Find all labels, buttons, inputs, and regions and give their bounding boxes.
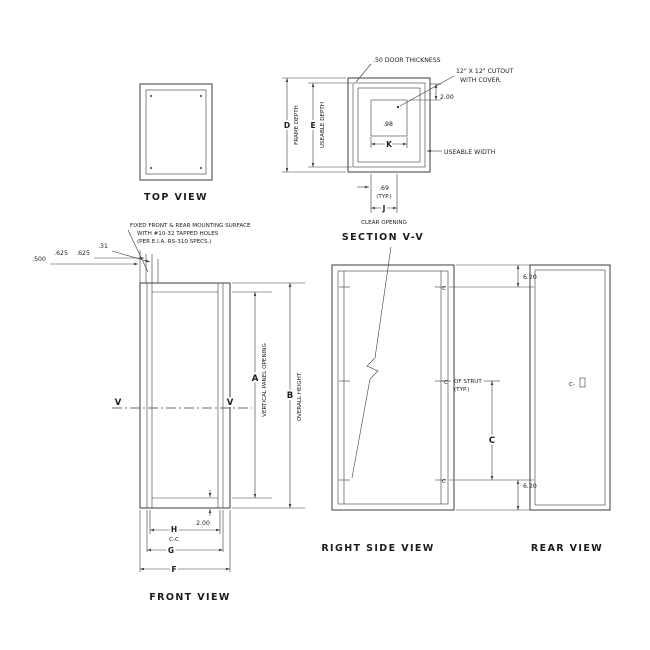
dim-a-label: A: [252, 374, 259, 384]
mounting-note-line3: (PER E.I.A. RS-310 SPECS.): [137, 239, 212, 245]
leader-line: [399, 75, 455, 107]
dim-69-label: .69: [379, 185, 389, 192]
cutout-leader-dot: [396, 105, 400, 109]
clear-opening-label: CLEAR OPENING: [361, 220, 407, 226]
rear-view: C- REAR VIEW: [529, 264, 611, 554]
dim-j-label: J: [382, 204, 386, 213]
dim-f-label: F: [171, 565, 176, 574]
centerline-symbol-bottom: C: [442, 479, 446, 485]
section-outline: [347, 77, 431, 173]
leader-line: [355, 63, 372, 83]
section-plane-break-line: [351, 246, 392, 479]
section-marker-v-left: V: [115, 398, 122, 408]
leader-line: [127, 229, 149, 273]
strut-centerline-note: C OF STRUT (TYP.): [441, 379, 482, 393]
dim-620-top-group: C 6.20: [442, 264, 537, 292]
right-side-outline: [331, 264, 455, 511]
dim-e-group: E USEABLE DEPTH: [308, 82, 352, 168]
bottom-width-dims: H C-C G F: [139, 510, 231, 576]
dim-b-group: B OVERALL HEIGHT: [232, 282, 305, 509]
dim-98: .98: [383, 121, 393, 128]
corner-hole-mark: [200, 95, 202, 97]
centerline-symbol-top: C: [442, 286, 446, 292]
rear-view-title: REAR VIEW: [531, 543, 603, 554]
top-view: TOP VIEW: [139, 83, 213, 203]
clear-opening-dims: .69 (TYP.) J CLEAR OPENING: [357, 174, 407, 226]
front-view-outline: [139, 282, 231, 509]
corner-hole-mark: [200, 167, 202, 169]
dim-bottom-200-group: 2.00: [196, 490, 212, 527]
dim-c-group: C: [484, 380, 500, 480]
dim-c-label: C: [489, 436, 495, 446]
of-strut-label: OF STRUT: [454, 379, 482, 385]
dim-31-label: .31: [98, 243, 108, 250]
right-side-view-title: RIGHT SIDE VIEW: [321, 543, 434, 554]
dim-200-group: 2.00: [409, 83, 454, 101]
right-side-inner-outline: [337, 270, 449, 505]
corner-hole-mark: [150, 95, 152, 97]
dim-d-group: D FRAME DEPTH: [282, 77, 346, 173]
centerline-symbol-mid: C: [444, 380, 448, 386]
top-offset-dims: .500 .625 .625 .31: [32, 243, 159, 283]
section-marker-v-right: V: [227, 398, 234, 408]
section-useable-line: [357, 87, 421, 163]
section-cut-line-group: V V: [112, 396, 252, 410]
door-thickness-note: .50 DOOR THICKNESS: [373, 57, 441, 64]
dim-a-group: A VERTICAL PANEL OPENING: [232, 291, 272, 499]
mounting-note-line2: WITH #10-32 TAPPED HOLES: [137, 231, 219, 237]
rear-latch-mark: [579, 377, 586, 388]
front-view: .500 .625 .625 .31 FIXED FRONT & REAR MO…: [32, 223, 305, 603]
section-vv-title: SECTION V-V: [342, 232, 424, 243]
section-frame-line: [352, 82, 426, 168]
overall-height-label: OVERALL HEIGHT: [297, 372, 303, 421]
dim-h-label: H: [171, 525, 177, 534]
right-side-view: C 6.20 C OF STRUT (TYP.) C C 6.20 RIGHT …: [321, 246, 537, 554]
top-view-outline: [139, 83, 213, 181]
frame-depth-label: FRAME DEPTH: [294, 105, 300, 145]
dim-arrow: [111, 250, 151, 263]
cutout-square: [370, 99, 408, 137]
useable-depth-label: USEABLE DEPTH: [320, 102, 326, 148]
dim-k-label: K: [386, 140, 393, 149]
dim-k-group: K: [370, 137, 408, 151]
rear-view-outline: [529, 264, 611, 511]
dim-620-bottom-group: C 6.20: [442, 479, 537, 511]
dim-g-label: G: [168, 546, 174, 555]
of-strut-typ-label: (TYP.): [454, 387, 469, 393]
dim-69-typ-label: (TYP.): [376, 194, 391, 200]
dim-200-label: 2.00: [440, 94, 454, 101]
door-thickness-note-group: .50 DOOR THICKNESS: [355, 57, 441, 83]
dim-bottom-200-label: 2.00: [196, 520, 210, 527]
useable-width-group: USEABLE WIDTH: [427, 149, 496, 156]
vertical-panel-opening-label: VERTICAL PANEL OPENING: [262, 343, 268, 417]
cutout-note-line1: 12" X 12" CUTOUT: [456, 68, 514, 75]
dim-d-label: D: [284, 121, 290, 130]
useable-width-label: USEABLE WIDTH: [444, 149, 496, 156]
cutout-note-group: 12" X 12" CUTOUT WITH COVER.: [399, 68, 514, 107]
front-view-title: FRONT VIEW: [149, 592, 230, 603]
section-vv: .98 K D FRAME DEPTH E USEABLE DEPTH .50 …: [282, 57, 514, 243]
cutout-note-line2: WITH COVER.: [460, 77, 502, 84]
top-view-inner-outline: [145, 89, 207, 175]
mounting-note-group: FIXED FRONT & REAR MOUNTING SURFACE WITH…: [127, 223, 251, 273]
dim-e-label: E: [310, 121, 315, 130]
dim-625a-label: .625: [54, 250, 68, 257]
dim-b-label: B: [287, 391, 293, 401]
mounting-note-line1: FIXED FRONT & REAR MOUNTING SURFACE: [130, 223, 251, 229]
dim-625b-label: .625: [76, 250, 90, 257]
dim-h-cc-label: C-C: [169, 537, 179, 543]
rear-view-inner-outline: [534, 269, 606, 506]
corner-hole-mark: [150, 167, 152, 169]
rear-latch-label: C-: [569, 382, 575, 388]
dim-500-label: .500: [32, 256, 46, 263]
top-view-title: TOP VIEW: [144, 192, 208, 203]
